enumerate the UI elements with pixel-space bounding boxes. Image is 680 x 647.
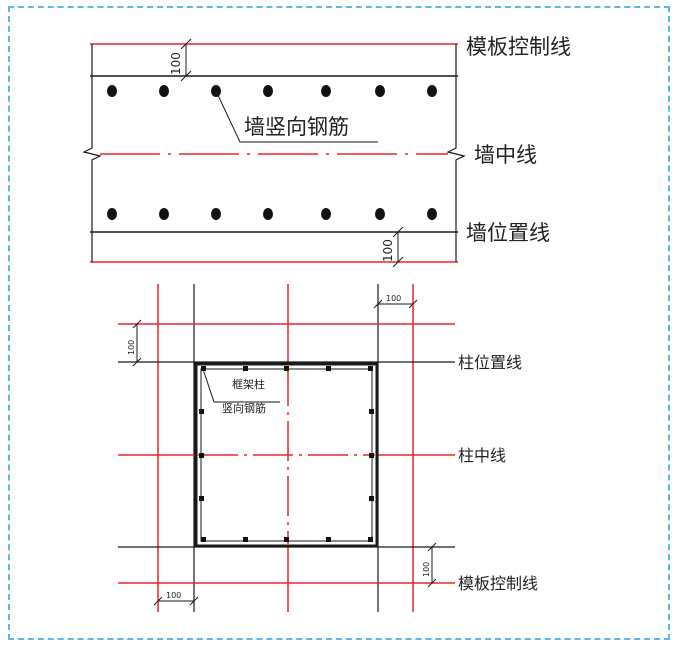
wall-rebar-dot	[375, 208, 385, 220]
wall-rebar-label: 墙竖向钢筋	[244, 115, 349, 139]
wall-rebar-dot	[375, 85, 385, 97]
wall-rebar-dot	[107, 85, 117, 97]
column-dim-top-right	[373, 299, 418, 309]
column-rebar-dot	[199, 453, 204, 458]
wall-center-label: 墙中线	[474, 143, 537, 167]
wall-rebar-row-bottom	[107, 208, 437, 220]
column-formwork-label: 模板控制线	[458, 574, 538, 593]
column-rebar-dot	[199, 496, 204, 501]
column-rebar-dot	[201, 537, 206, 542]
wall-detail: 模板控制线 墙竖向钢筋 墙中线 墙位置线 100 100	[82, 35, 571, 268]
column-rebar-dot	[368, 366, 373, 371]
wall-end-left	[82, 44, 102, 262]
column-position-label: 柱位置线	[458, 353, 522, 372]
column-rebar-dot	[284, 366, 289, 371]
column-rebar-dot	[199, 409, 204, 414]
column-dim-left-top	[132, 319, 142, 367]
column-rebar-dot	[369, 409, 374, 414]
column-rebar-dot	[326, 537, 331, 542]
column-dim-bottom-left-label: 100	[166, 591, 181, 600]
wall-rebar-dot	[159, 85, 169, 97]
wall-rebar-dot	[159, 208, 169, 220]
column-dim-right-bottom	[427, 542, 437, 588]
column-rebar-dot	[201, 366, 206, 371]
column-detail: 框架柱 竖向钢筋 100 100 100 100	[118, 284, 538, 612]
wall-rebar-dot	[427, 85, 437, 97]
wall-dim-bottom-label: 100	[381, 239, 395, 262]
column-rebar-dot	[326, 366, 331, 371]
wall-end-right	[446, 44, 466, 262]
column-rebar-dot	[369, 496, 374, 501]
wall-dim-top-label: 100	[169, 52, 183, 75]
column-rebar-label-line1: 框架柱	[232, 377, 265, 391]
wall-rebar-dot	[263, 85, 273, 97]
wall-rebar-dot	[107, 208, 117, 220]
wall-dim-top	[180, 38, 192, 82]
wall-formwork-label: 模板控制线	[466, 35, 571, 59]
wall-rebar-dot	[321, 85, 331, 97]
column-dim-left-top-label: 100	[127, 340, 136, 355]
column-rebar-dot	[369, 453, 374, 458]
diagram-frame	[8, 6, 670, 640]
column-rebar	[199, 366, 374, 542]
column-rebar-label-line2: 竖向钢筋	[222, 401, 266, 415]
column-dim-top-right-label: 100	[386, 294, 401, 303]
wall-rebar-dot	[211, 208, 221, 220]
wall-rebar-row-top	[107, 85, 437, 97]
wall-rebar-leader	[215, 90, 378, 143]
wall-dim-bottom	[392, 226, 404, 268]
wall-rebar-dot	[321, 208, 331, 220]
wall-position-label: 墙位置线	[466, 221, 550, 245]
column-center-label: 柱中线	[458, 446, 506, 465]
column-rebar-leader	[202, 368, 280, 403]
wall-rebar-dot	[263, 208, 273, 220]
column-rebar-dot	[243, 366, 248, 371]
column-rebar-dot	[284, 537, 289, 542]
column-rebar-dot	[243, 537, 248, 542]
column-rebar-dot	[368, 537, 373, 542]
wall-rebar-dot	[427, 208, 437, 220]
column-dim-bottom-left	[153, 596, 199, 606]
column-dim-right-bottom-label: 100	[422, 562, 431, 577]
